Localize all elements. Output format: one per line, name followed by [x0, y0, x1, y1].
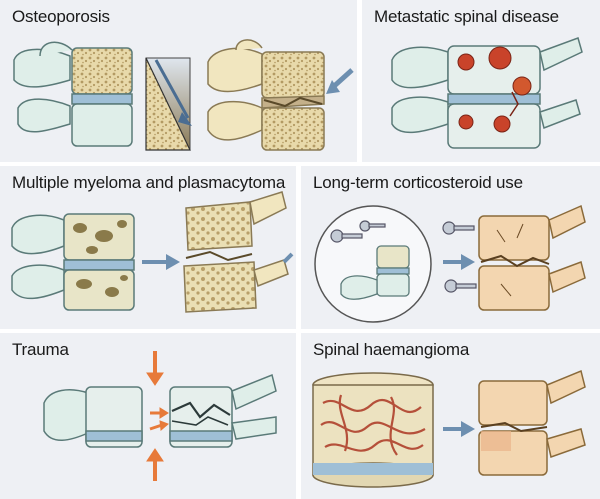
- trauma-illustration: [43, 351, 277, 481]
- panel-title: Trauma: [12, 340, 69, 359]
- panel-metastatic: Metastatic spinal disease: [362, 0, 600, 162]
- vertebra-fractured: [207, 39, 325, 151]
- panel-haemangioma: Spinal haemangioma: [301, 333, 600, 499]
- metastatic-illustration: [391, 37, 583, 149]
- myeloma-illustration: [11, 191, 294, 313]
- vertebra-healthy: [13, 41, 133, 147]
- panel-osteoporosis: Osteoporosis: [0, 0, 357, 162]
- panel-title: Multiple myeloma and plasmacytoma: [12, 173, 286, 192]
- panel-trauma: Trauma: [0, 333, 296, 499]
- metastatic-lesions: [457, 46, 532, 133]
- panel-corticosteroid: Long-term corticosteroid use: [301, 166, 600, 329]
- panel-title: Spinal haemangioma: [313, 340, 470, 359]
- magnified-view: [314, 205, 432, 323]
- haemangioma-illustration: [312, 369, 586, 488]
- vascular-channels: [320, 394, 426, 456]
- osteoporosis-illustration: [13, 39, 354, 151]
- panel-title: Metastatic spinal disease: [374, 7, 559, 26]
- compression-arrow: [326, 68, 354, 94]
- lytic-lesions: [73, 220, 128, 297]
- key-icon: [330, 220, 386, 243]
- key-icon: [442, 221, 477, 293]
- corticosteroid-illustration: [314, 204, 586, 323]
- density-wedge: [145, 57, 192, 151]
- panel-title: Long-term corticosteroid use: [313, 173, 523, 192]
- impact-arrows: [146, 351, 169, 481]
- panel-title: Osteoporosis: [12, 7, 110, 26]
- panel-myeloma: Multiple myeloma and plasmacytoma: [0, 166, 296, 329]
